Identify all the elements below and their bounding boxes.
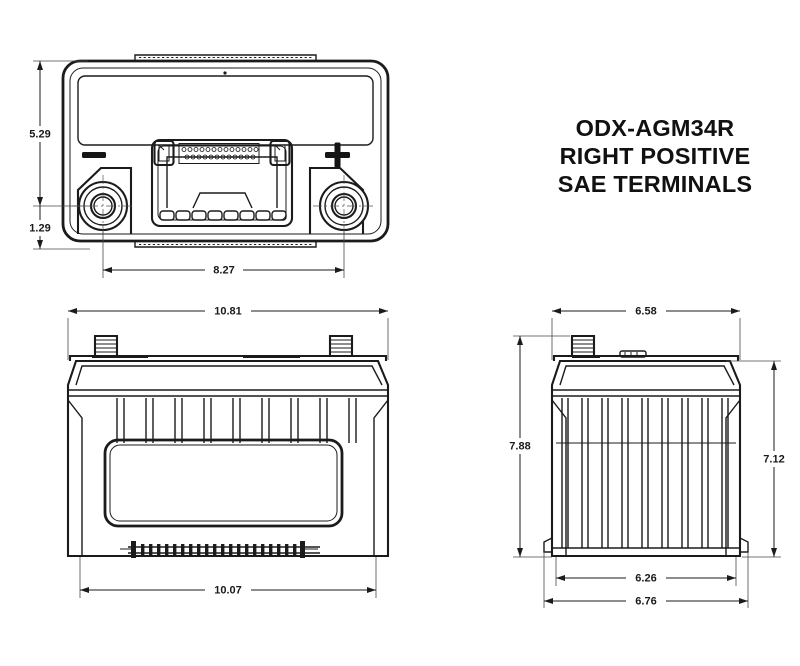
top-view-case-outline [61, 59, 390, 243]
title-line-3: SAE TERMINALS [558, 171, 753, 197]
vent-handle-inner [157, 145, 287, 221]
vent-handle-well [166, 156, 278, 208]
dim-10-81-label: 10.81 [214, 305, 242, 317]
top-view-case-inner-edge [69, 67, 382, 235]
front-view-bevel [75, 365, 383, 386]
dim-6-26-label: 6.26 [635, 572, 656, 584]
dim-7-88: 7.88 [502, 335, 570, 558]
dim-1-29: 1.29 [22, 206, 90, 250]
vent-handle-grip [192, 192, 253, 209]
dim-6-58-label: 6.58 [635, 305, 656, 317]
top-view-vent-handle-assembly [150, 138, 294, 228]
top-view-center-mark [223, 71, 227, 75]
side-view-left-corner [551, 399, 567, 556]
dim-8-27: 8.27 [102, 231, 345, 278]
dim-5-29-label: 5.29 [29, 128, 50, 140]
title-block: ODX-AGM34R RIGHT POSITIVE SAE TERMINALS [558, 115, 753, 197]
front-view-label-pocket-inner [109, 444, 338, 522]
front-view-terminal-left [88, 334, 124, 358]
front-view-holddown-rail [120, 541, 320, 558]
front-view-rib-group [116, 398, 357, 443]
negative-terminal-top-view [72, 166, 134, 237]
title-line-1: ODX-AGM34R [576, 115, 735, 141]
dim-7-88-label: 7.88 [509, 440, 530, 452]
dim-6-58: 6.58 [551, 303, 741, 360]
dim-5-29: 5.29 [22, 60, 90, 207]
negative-polarity-icon [82, 152, 106, 158]
positive-polarity-icon [325, 142, 350, 168]
side-view: 6.58 7.88 7.12 6.26 [502, 303, 793, 609]
dim-6-76-label: 6.76 [635, 595, 656, 607]
dim-10-07: 10.07 [79, 557, 377, 598]
front-view-terminal-right [323, 334, 359, 358]
front-view: 10.81 10.07 [66, 303, 390, 598]
vent-slot-row [159, 210, 287, 221]
top-view-lip-bands [134, 54, 317, 248]
dim-6-76: 6.76 [543, 552, 749, 609]
dim-8-27-label: 8.27 [213, 264, 234, 276]
side-view-terminal-post [565, 334, 601, 358]
vent-latch-right [269, 139, 291, 167]
side-view-vent-nub [619, 350, 647, 358]
front-view-left-corner [67, 399, 83, 556]
dim-7-12: 7.12 [726, 360, 793, 558]
side-view-bevel [559, 365, 735, 386]
positive-terminal-top-view [308, 166, 375, 237]
front-view-lid-lip [68, 354, 388, 361]
front-view-right-corner [373, 399, 389, 556]
dim-10-81: 10.81 [67, 303, 389, 360]
dim-6-26: 6.26 [555, 557, 737, 586]
side-view-rib-group [556, 398, 736, 548]
side-view-foot-right [739, 537, 749, 553]
title-line-2: RIGHT POSITIVE [560, 143, 751, 169]
side-view-right-corner [725, 399, 741, 556]
vent-dot-grid [178, 143, 260, 164]
dim-7-12-label: 7.12 [763, 453, 784, 465]
side-view-foot-left [543, 537, 553, 553]
vent-dot-grid-frame [178, 143, 260, 164]
vent-latch-left [153, 139, 175, 167]
dim-1-29-label: 1.29 [29, 222, 50, 234]
dim-10-07-label: 10.07 [214, 584, 242, 596]
side-view-base-line [552, 547, 740, 557]
top-view-label-pocket [77, 75, 374, 146]
top-view: 5.29 1.29 8.27 [22, 54, 390, 278]
vent-handle-outer [150, 138, 294, 228]
front-view-label-pocket [103, 438, 344, 528]
